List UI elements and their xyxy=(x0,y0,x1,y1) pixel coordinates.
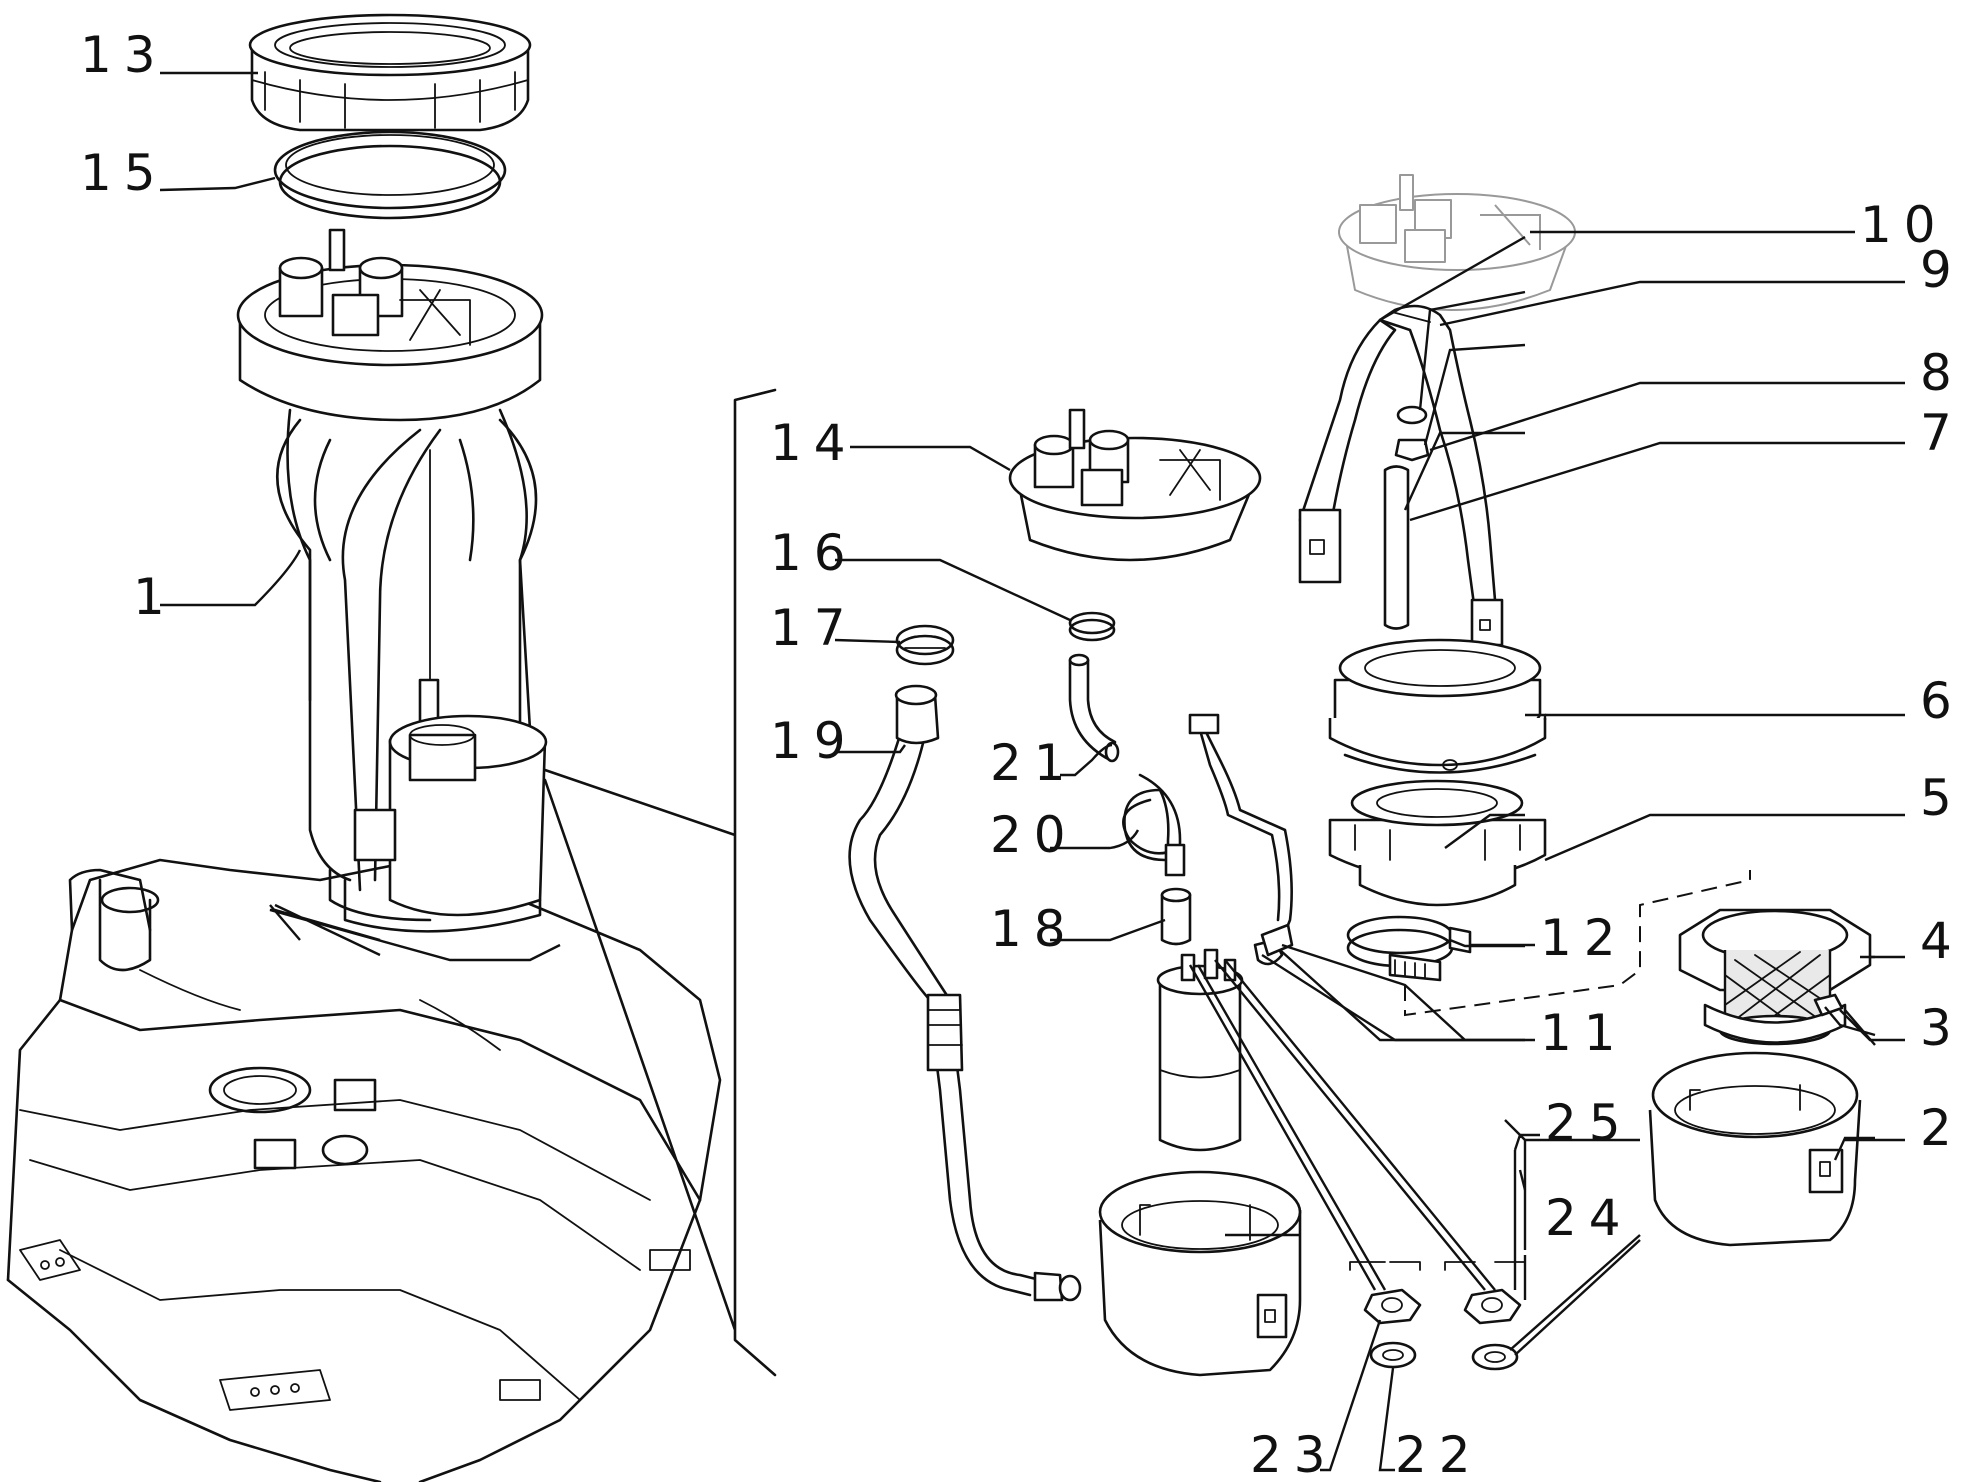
callout-19: 19 xyxy=(770,712,858,770)
washer-24 xyxy=(1471,1343,1519,1371)
callout-5: 5 xyxy=(1920,769,1964,827)
right-leaders xyxy=(1279,230,1905,1351)
callout-25: 25 xyxy=(1545,1094,1633,1152)
callout-2: 2 xyxy=(1920,1099,1964,1157)
hose-21 xyxy=(1068,653,1120,763)
seal-ring xyxy=(273,130,507,220)
callout-18: 18 xyxy=(990,900,1078,958)
washer-22 xyxy=(1369,1341,1417,1369)
callout-3: 3 xyxy=(1920,999,1964,1057)
callout-16: 16 xyxy=(770,524,858,582)
ring-nut xyxy=(248,13,532,132)
callout-17: 17 xyxy=(770,599,858,657)
callout-8: 8 xyxy=(1920,344,1964,402)
ghost-cover xyxy=(1338,174,1576,311)
screw-3 xyxy=(1813,993,1844,1017)
clamp-12 xyxy=(1346,915,1472,982)
callout-15: 15 xyxy=(80,144,168,202)
cup-2 xyxy=(1648,1051,1862,1247)
group-bracket-line xyxy=(543,388,777,1377)
washer-9 xyxy=(1396,405,1428,425)
assembly-dash-path xyxy=(1404,870,1751,1017)
callout-6: 6 xyxy=(1920,672,1964,730)
pump-cover xyxy=(1008,408,1262,562)
hose-19 xyxy=(848,684,1082,1302)
nut-25 xyxy=(1463,1288,1522,1325)
pump-cup xyxy=(1098,1170,1302,1377)
clip-16 xyxy=(1068,611,1116,642)
callout-4: 4 xyxy=(1920,912,1964,970)
callout-13: 13 xyxy=(80,26,168,84)
callout-22: 22 xyxy=(1395,1426,1483,1482)
fuel-tank xyxy=(6,858,722,1482)
filter-4 xyxy=(1678,908,1872,1046)
callout-10: 10 xyxy=(1860,196,1948,254)
hose-20 xyxy=(1122,773,1186,877)
rod-7 xyxy=(1383,465,1410,630)
tank-pointer-line xyxy=(269,903,561,962)
callout-23: 23 xyxy=(1250,1426,1338,1482)
electric-pump xyxy=(1156,713,1294,1152)
callout-7: 7 xyxy=(1920,404,1964,462)
sleeve-18 xyxy=(1160,887,1192,946)
callout-20: 20 xyxy=(990,806,1078,864)
pump-assembly xyxy=(236,228,548,933)
callout-1: 1 xyxy=(133,568,177,626)
nut-23 xyxy=(1363,1288,1422,1325)
bush-5 xyxy=(1328,779,1547,907)
callout-labels: 13 15 1 14 16 17 19 21 20 18 10 9 8 7 6 … xyxy=(80,26,1964,1482)
callout-24: 24 xyxy=(1545,1189,1633,1247)
callout-21: 21 xyxy=(990,734,1078,792)
nut-bracket-marks xyxy=(1349,1261,1526,1271)
callout-11: 11 xyxy=(1540,1004,1628,1062)
nut-8 xyxy=(1394,438,1430,462)
callout-14: 14 xyxy=(770,414,858,472)
callout-12: 12 xyxy=(1540,909,1628,967)
cylinder-6 xyxy=(1328,638,1547,774)
support-bracket xyxy=(1298,304,1504,647)
clip-17 xyxy=(895,624,955,666)
leader-lines xyxy=(159,71,1876,1472)
callout-9: 9 xyxy=(1920,241,1964,299)
